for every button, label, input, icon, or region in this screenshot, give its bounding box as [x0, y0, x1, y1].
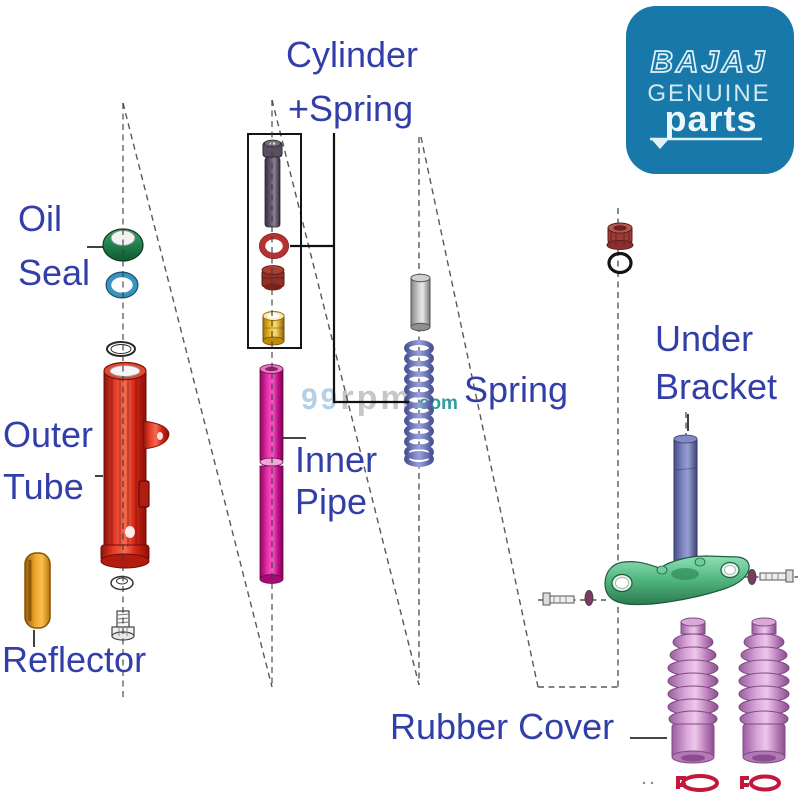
- clamp-bolt-right: [747, 569, 794, 585]
- label-outer-tube-line2: Tube: [3, 466, 84, 507]
- top-oring-part: [607, 251, 633, 275]
- bajaj-logo-arrow: [652, 140, 668, 149]
- label-cylinder-spring-line2: +Spring: [288, 88, 414, 129]
- reflector-part: [24, 552, 51, 629]
- bajaj-logo-background: [626, 6, 794, 174]
- fork-top-nut-part: [606, 222, 634, 250]
- boot-clip-left: [642, 774, 719, 792]
- outer-tube-part: [100, 361, 170, 569]
- bajaj-logo: BAJAJ GENUINE parts: [626, 6, 794, 174]
- piston-part: [261, 265, 285, 291]
- dash-outer-to-pipe: [122, 102, 273, 688]
- rubber-cover-left: [667, 617, 719, 764]
- spring-seat-part: [262, 311, 285, 346]
- rubber-cover-right: [738, 617, 790, 764]
- dust-oring-part: [106, 341, 136, 357]
- triple-clamp: [604, 555, 750, 606]
- clamp-bolt-left: [542, 590, 594, 606]
- watermark-mid: rpm: [340, 379, 414, 417]
- label-under-bracket-line1: Under: [655, 318, 754, 359]
- label-cylinder-spring-line1: Cylinder: [286, 34, 419, 75]
- steering-stem: [673, 436, 698, 564]
- assembly-dashed-lines-front: [122, 100, 273, 700]
- lock-washer-part: [110, 575, 134, 591]
- boot-clip-right: [740, 774, 781, 792]
- label-oil-seal-line2: Seal: [18, 252, 91, 293]
- label-outer-tube-line1: Outer: [3, 414, 94, 455]
- spacer-part: [410, 273, 431, 332]
- watermark-num: 99: [301, 383, 341, 416]
- callout-lines: [33, 133, 689, 739]
- bajaj-logo-brand: BAJAJ: [651, 44, 768, 79]
- cylinder-group-box: [247, 133, 302, 349]
- label-rubber-cover: Rubber Cover: [390, 706, 615, 747]
- tube-side-boss: [142, 420, 170, 450]
- label-inner-pipe-line1: Inner: [295, 439, 378, 480]
- dash-pipe-to-spring: [271, 99, 420, 686]
- label-reflector: Reflector: [2, 639, 147, 680]
- label-inner-pipe-line2: Pipe: [295, 481, 368, 522]
- fork-spring-part: [404, 340, 434, 467]
- drain-bolt-part: [111, 610, 135, 641]
- tube-side-clip: [138, 480, 150, 508]
- under-bracket-part: [604, 434, 750, 606]
- watermark-tld: .com: [413, 393, 458, 414]
- callout-cylinder-spring: [332, 133, 409, 404]
- seal-oring-part: [105, 271, 139, 299]
- bajaj-logo-genuine: GENUINE: [647, 80, 770, 107]
- label-spring: Spring: [464, 369, 569, 410]
- bajaj-logo-parts: parts: [664, 98, 757, 139]
- piston-oring-part: [259, 233, 289, 259]
- label-oil-seal-line1: Oil: [18, 198, 62, 239]
- dash-spring-to-corner: [420, 136, 539, 688]
- watermark: 99rpm.com: [301, 379, 458, 418]
- label-under-bracket-line2: Bracket: [655, 366, 778, 407]
